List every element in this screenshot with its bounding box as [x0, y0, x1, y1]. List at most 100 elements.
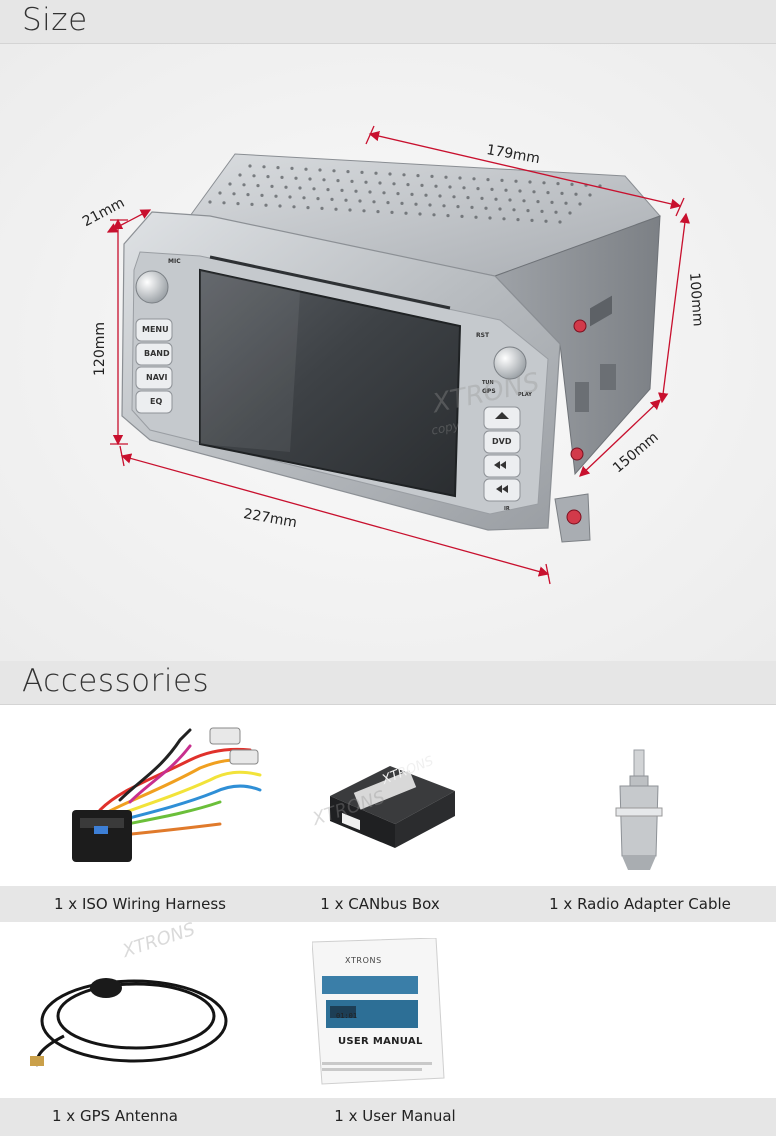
vent-hole [256, 184, 260, 188]
vent-hole [358, 199, 362, 203]
vent-hole [218, 191, 222, 195]
vent-hole [242, 183, 246, 187]
vent-hole [462, 186, 466, 190]
ir-label: IR [504, 506, 510, 512]
navi-button-label: NAVI [146, 373, 168, 382]
caption-gps-antenna: 1 x GPS Antenna [52, 1107, 178, 1125]
vent-hole [388, 172, 392, 176]
vent-hole [498, 207, 502, 211]
vent-hole [556, 182, 560, 186]
vent-hole [250, 202, 254, 206]
vent-hole [522, 199, 526, 203]
vent-hole [350, 179, 354, 183]
vent-hole [360, 170, 364, 174]
vent-hole [340, 188, 344, 192]
vent-hole [330, 197, 334, 201]
gps-antenna-icon [30, 978, 228, 1067]
vent-hole [320, 206, 324, 210]
vent-hole [386, 201, 390, 205]
vent-hole [502, 217, 506, 221]
vent-hole [512, 208, 516, 212]
size-section-title: Size [22, 2, 88, 38]
vent-hole [430, 174, 434, 178]
vent-hole [568, 211, 572, 215]
vent-hole [540, 209, 544, 213]
vent-hole [542, 181, 546, 185]
vent-hole [266, 175, 270, 179]
vent-hole [504, 188, 508, 192]
head-unit-illustration [106, 125, 691, 585]
vent-hole [344, 198, 348, 202]
vent-hole [526, 209, 530, 213]
accessories-caption-bar-1: 1 x ISO Wiring Harness 1 x CANbus Box 1 … [0, 886, 776, 922]
vent-hole [334, 207, 338, 211]
vent-hole [274, 194, 278, 198]
vent-hole [514, 179, 518, 183]
vent-hole [588, 193, 592, 197]
caption-radio-adapter: 1 x Radio Adapter Cable [549, 895, 731, 913]
vent-hole [326, 188, 330, 192]
vent-hole [364, 180, 368, 184]
vent-hole [306, 206, 310, 210]
vent-hole [332, 169, 336, 173]
vent-hole [392, 182, 396, 186]
vent-hole [322, 178, 326, 182]
vent-hole [372, 200, 376, 204]
vent-hole [578, 202, 582, 206]
vent-hole [406, 183, 410, 187]
vent-hole [456, 205, 460, 209]
vent-hole [362, 209, 366, 213]
vent-hole [528, 180, 532, 184]
gps-label: GPS [482, 388, 496, 395]
vent-hole [348, 208, 352, 212]
vent-hole [284, 185, 288, 189]
left-button-column [135, 318, 173, 414]
accessories-section-title: Accessories [22, 663, 210, 699]
vent-hole [264, 203, 268, 207]
vent-hole [474, 215, 478, 219]
size-section-header: Size [0, 0, 776, 44]
vent-hole [316, 197, 320, 201]
vent-hole [518, 189, 522, 193]
user-manual-icon [312, 938, 445, 1085]
vent-hole [472, 177, 476, 181]
vent-hole [252, 174, 256, 178]
vent-hole [302, 196, 306, 200]
rst-label: RST [476, 332, 490, 339]
vent-hole [490, 187, 494, 191]
vent-hole [570, 182, 574, 186]
vent-hole [228, 182, 232, 186]
vent-hole [354, 189, 358, 193]
vent-hole [288, 195, 292, 199]
vent-hole [262, 165, 266, 169]
vent-hole [346, 170, 350, 174]
vent-hole [396, 192, 400, 196]
vent-hole [298, 186, 302, 190]
menu-button-label: MENU [142, 325, 169, 334]
vent-hole [476, 187, 480, 191]
vent-hole [488, 216, 492, 220]
vent-hole [208, 200, 212, 204]
vent-hole [428, 203, 432, 207]
manual-time: 01:01 [336, 1012, 358, 1020]
vent-hole [290, 166, 294, 170]
vent-hole [390, 210, 394, 214]
vent-hole [410, 192, 414, 196]
accessories-section-header: Accessories [0, 661, 776, 705]
vent-hole [470, 205, 474, 209]
vent-hole [448, 185, 452, 189]
caption-canbus-box: 1 x CANbus Box [320, 895, 440, 913]
vent-hole [232, 192, 236, 196]
vent-hole [248, 164, 252, 168]
vent-hole [400, 201, 404, 205]
vent-hole [530, 218, 534, 222]
vent-hole [544, 219, 548, 223]
vent-hole [452, 195, 456, 199]
vent-hole [270, 184, 274, 188]
vent-hole [434, 184, 438, 188]
caption-iso-wiring-harness: 1 x ISO Wiring Harness [53, 895, 227, 913]
vent-hole [574, 192, 578, 196]
vent-hole [500, 178, 504, 182]
vent-hole [418, 212, 422, 216]
vent-hole [444, 175, 448, 179]
